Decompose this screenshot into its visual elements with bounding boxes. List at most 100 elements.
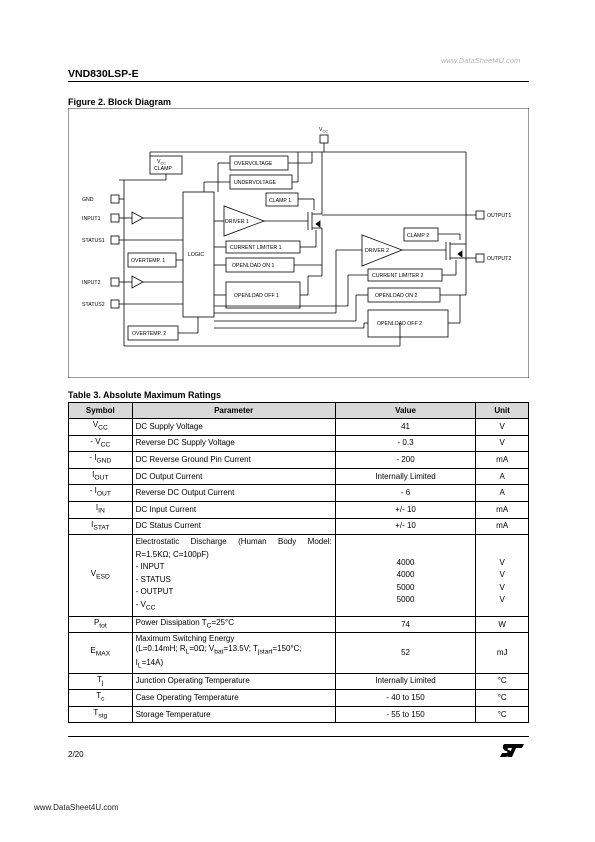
parameter-cell: Storage Temperature: [131, 705, 336, 724]
symbol-cell: VCC: [68, 418, 133, 436]
input2-label: INPUT2: [82, 280, 101, 286]
current-limiter1-label: CURRENT LIMITER 1: [230, 245, 282, 251]
value-cell: 74: [334, 615, 477, 634]
symbol-cell: - IOUT: [68, 484, 133, 502]
footer-rule: [68, 736, 529, 737]
parameter-cell: Electrostatic Discharge (Human Body Mode…: [131, 534, 336, 617]
parameter-cell: DC Input Current: [131, 500, 336, 519]
unit-cell: V: [475, 418, 529, 436]
parameter-cell: Reverse DC Supply Voltage: [131, 434, 336, 453]
emax-line3: IL=14A): [135, 657, 164, 670]
unit-cell: A: [475, 484, 529, 502]
input1-buffer: [131, 211, 144, 225]
esd-param-head: Electrostatic Discharge (Human Body Mode…: [135, 537, 332, 547]
figure-title: Figure 2. Block Diagram: [68, 97, 172, 107]
parameter-cell: DC Supply Voltage: [131, 418, 336, 436]
output2-pin: [475, 253, 485, 263]
undervoltage-label: UNDERVOLTAGE: [234, 180, 277, 186]
value-cell: Internally Limited: [334, 672, 477, 691]
symbol-cell: EMAX: [68, 632, 133, 674]
unit-cell: V V V V: [475, 534, 529, 617]
unit-cell: A: [475, 467, 529, 486]
overtemp2-label: OVERTEMP. 2: [132, 331, 166, 337]
esd-unit: V: [499, 595, 505, 605]
header-unit: Unit: [475, 402, 529, 419]
symbol-cell: Tc: [68, 689, 133, 707]
header-parameter: Parameter: [131, 402, 336, 419]
table-row: ISTAT DC Status Current +/- 10 mA: [68, 517, 529, 536]
symbol-cell: - IGND: [68, 451, 133, 469]
parameter-cell: Power Dissipation TC=25°C: [131, 615, 336, 634]
esd-value: 4000: [396, 570, 415, 580]
parameter-cell: Reverse DC Output Current: [131, 484, 336, 502]
symbol-cell: Tj: [68, 672, 133, 691]
gnd-pin: [110, 194, 120, 204]
output2-label: OUTPUT2: [487, 256, 511, 262]
unit-cell: °C: [475, 672, 529, 691]
status1-pin: [110, 235, 120, 245]
value-cell: - 0.3: [334, 434, 477, 453]
symbol-cell: - VCC: [68, 434, 133, 453]
symbol-cell: ISTAT: [68, 517, 133, 536]
header-value: Value: [334, 402, 477, 419]
status2-label: STATUS2: [82, 302, 105, 308]
emax-line2: (L=0.14mH; RL=0Ω; Vbat=13.5V; Tjstart=15…: [135, 644, 302, 656]
esd-unit: V: [499, 570, 505, 580]
value-cell: - 200: [334, 451, 477, 469]
driver1-label: DRIVER 1: [225, 219, 249, 225]
driver2-label: DRIVER 2: [365, 248, 389, 254]
clamp2-label: CLAMP 2: [407, 233, 429, 239]
page-number: 2/20: [68, 750, 84, 759]
logic-label: LOGIC: [188, 252, 204, 258]
openload-off2-label: OPENLOAD OFF 2: [377, 321, 422, 327]
table-row-esd: VESD Electrostatic Discharge (Human Body…: [68, 534, 529, 617]
value-cell: - 6: [334, 484, 477, 502]
table-row: IIN DC Input Current +/- 10 mA: [68, 500, 529, 519]
symbol-cell: Tstg: [68, 705, 133, 724]
logic-box: [182, 191, 215, 318]
esd-item: - INPUT: [135, 562, 165, 572]
input2-buffer: [131, 275, 144, 289]
openload-off1-label: OPENLOAD OFF 1: [234, 293, 279, 299]
table-row: IOUT DC Output Current Internally Limite…: [68, 467, 529, 486]
document-title: VND830LSP-E: [68, 68, 139, 80]
openload-on1-label: OPENLOAD ON 1: [232, 263, 274, 269]
symbol-cell: VESD: [68, 534, 133, 617]
emax-line1: Maximum Switching Energy: [135, 634, 235, 644]
value-cell: 4000 4000 5000 5000: [334, 534, 477, 617]
symbol-cell: Ptot: [68, 615, 133, 634]
unit-cell: °C: [475, 689, 529, 707]
symbol-cell: IIN: [68, 500, 133, 519]
overvoltage-label: OVERVOLTAGE: [234, 161, 273, 167]
value-cell: +/- 10: [334, 517, 477, 536]
esd-item: - VCC: [135, 599, 156, 612]
unit-cell: °C: [475, 705, 529, 724]
parameter-cell: DC Output Current: [131, 467, 336, 486]
absolute-max-ratings-table: Symbol Parameter Value Unit VCC DC Suppl…: [68, 402, 529, 724]
vcc-clamp-label-1: VCC: [157, 159, 166, 166]
openload-off2-box: [367, 309, 449, 338]
value-cell: +/- 10: [334, 500, 477, 519]
table-row-emax: EMAX Maximum Switching Energy (L=0.14mH;…: [68, 632, 529, 674]
table-row: Tj Junction Operating Temperature Intern…: [68, 672, 529, 691]
value-cell: Internally Limited: [334, 467, 477, 486]
input2-pin: [110, 277, 120, 287]
esd-unit: V: [499, 582, 505, 592]
table-row: - VCC Reverse DC Supply Voltage - 0.3 V: [68, 434, 529, 453]
unit-cell: V: [475, 434, 529, 453]
watermark-top: www.DataSheet4U.com: [441, 56, 521, 65]
value-cell: 52: [334, 632, 477, 674]
status1-label: STATUS1: [82, 238, 105, 244]
esd-item: - OUTPUT: [135, 587, 174, 597]
header-symbol: Symbol: [68, 402, 133, 419]
esd-unit: V: [499, 557, 505, 567]
unit-cell: mA: [475, 517, 529, 536]
unit-cell: mA: [475, 500, 529, 519]
clamp1-label: CLAMP 1: [269, 198, 291, 204]
openload-on2-label: OPENLOAD ON 2: [375, 293, 417, 299]
table-row: Ptot Power Dissipation TC=25°C 74 W: [68, 615, 529, 634]
header-rule: [68, 81, 529, 82]
input1-pin: [110, 213, 120, 223]
input1-label: INPUT1: [82, 216, 101, 222]
esd-value: 4000: [396, 557, 415, 567]
